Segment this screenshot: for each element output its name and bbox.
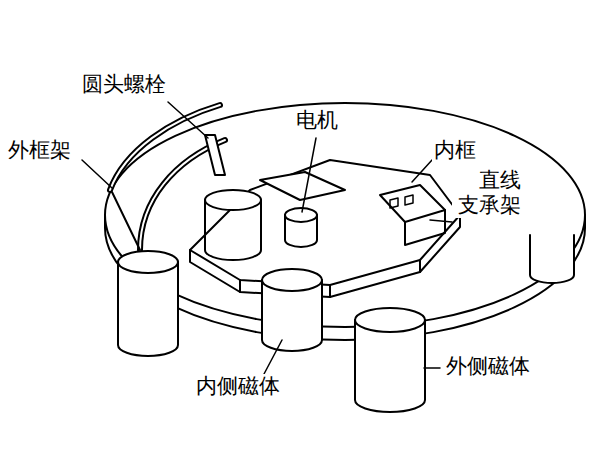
part-label: 直线 支承架: [452, 168, 523, 218]
part-label: 电机: [294, 108, 340, 133]
part-label: 圆头螺栓: [80, 72, 168, 97]
part-label: 内侧磁体: [194, 374, 282, 399]
part-label: 内框: [432, 138, 478, 163]
part-label: 外框架: [6, 138, 73, 163]
part-label: 外侧磁体: [444, 354, 532, 379]
